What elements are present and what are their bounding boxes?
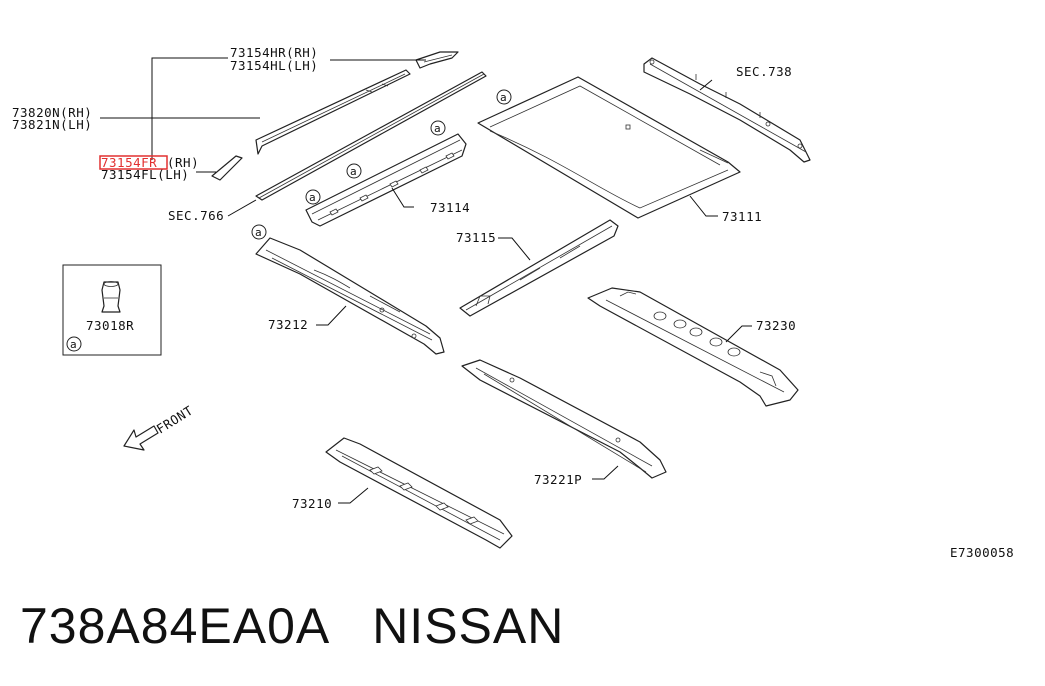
molding-73820n[interactable] — [255, 69, 411, 155]
grommet-73018r[interactable] — [101, 281, 121, 313]
part-labels: 73154HR(RH) 73154HL(LH) 73820N(RH) 73821… — [12, 45, 796, 511]
strip-sec-766[interactable] — [255, 71, 487, 201]
finisher-73154fr[interactable] — [211, 155, 243, 181]
bow-73115[interactable] — [459, 219, 619, 317]
label-sec-738: SEC.738 — [736, 64, 792, 79]
label-73230: 73230 — [756, 318, 796, 333]
part-number: 738A84EA0A — [20, 598, 328, 654]
label-73154hr: 73154HR(RH) — [230, 45, 318, 60]
label-73154fr-suffix: (RH) — [167, 155, 199, 170]
bow-73221p[interactable] — [461, 359, 667, 479]
inset-box-73018r: 73018R a — [62, 264, 162, 356]
label-sec-766: SEC.766 — [168, 208, 224, 223]
svg-text:a: a — [309, 191, 316, 204]
label-73111: 73111 — [722, 209, 762, 224]
svg-text:a: a — [434, 122, 441, 135]
rail-73154hr[interactable] — [415, 51, 459, 69]
label-73018r: 73018R — [86, 318, 134, 333]
label-front: FRONT — [154, 403, 196, 437]
front-arrow: FRONT — [123, 403, 196, 451]
label-73114: 73114 — [430, 200, 470, 215]
svg-text:a: a — [255, 226, 262, 239]
roof-panel-73111[interactable] — [477, 76, 741, 219]
leader-lines — [100, 57, 752, 504]
label-73212: 73212 — [268, 317, 308, 332]
callout-markers: a a a a a — [251, 89, 512, 240]
brand-name: NISSAN — [372, 598, 565, 654]
bow-73210[interactable] — [325, 437, 513, 549]
arrow-icon — [123, 425, 159, 451]
label-73210: 73210 — [292, 496, 332, 511]
svg-text:a: a — [70, 338, 77, 351]
callout-a-icon — [66, 336, 82, 352]
caption: 738A84EA0A NISSAN — [20, 596, 564, 656]
label-73154fr: 73154FR — [101, 155, 157, 170]
roof-parts-diagram: 73018R a a a a a a 73154HR(RH) 73154HL(L… — [12, 45, 1014, 560]
label-73221p: 73221P — [534, 472, 582, 487]
rail-73212[interactable] — [255, 237, 445, 355]
header-73230[interactable] — [587, 287, 799, 407]
svg-text:a: a — [500, 91, 507, 104]
rail-sec-738[interactable] — [643, 57, 811, 163]
rail-73114[interactable] — [305, 133, 467, 227]
label-73820n: 73820N(RH) — [12, 105, 92, 120]
label-73115: 73115 — [456, 230, 496, 245]
label-73154hl: 73154HL(LH) — [230, 58, 318, 73]
label-73821n: 73821N(LH) — [12, 117, 92, 132]
svg-text:a: a — [350, 165, 357, 178]
diagram-code: E7300058 — [950, 545, 1014, 560]
highlight-box — [99, 155, 168, 170]
label-73154fl: 73154FL(LH) — [101, 167, 189, 182]
